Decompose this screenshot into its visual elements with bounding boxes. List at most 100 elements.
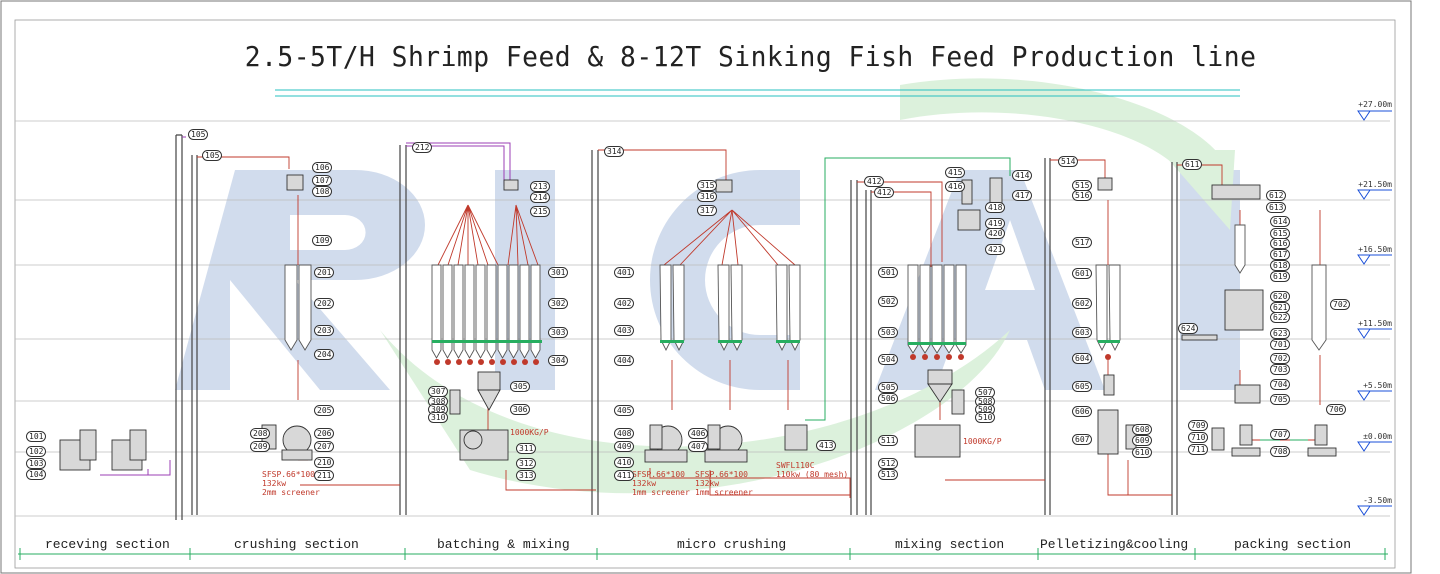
level-label: +27.00m (1358, 100, 1392, 109)
level-label: +16.50m (1358, 245, 1392, 254)
equipment-tag: 619 (1270, 271, 1291, 282)
section-receiving: receving section (45, 537, 170, 552)
level-label: +21.50m (1358, 180, 1392, 189)
equipment-tag: 313 (516, 470, 537, 481)
equipment-tag: 603 (1072, 327, 1093, 338)
inner-frame (14, 19, 1396, 569)
equipment-tag: 108 (312, 186, 333, 197)
equipment-tag: 622 (1270, 312, 1291, 323)
equipment-tag: 516 (1072, 190, 1093, 201)
equipment-tag: 213 (530, 181, 551, 192)
equipment-tag: 703 (1270, 364, 1291, 375)
equipment-tag: 311 (516, 443, 537, 454)
equipment-tag: 215 (530, 206, 551, 217)
equipment-tag: 210 (314, 457, 335, 468)
equipment-tag: 614 (1270, 216, 1291, 227)
equipment-tag: 301 (548, 267, 569, 278)
equipment-tag: 411 (614, 470, 635, 481)
section-packing: packing section (1234, 537, 1352, 552)
equipment-tag: 316 (697, 191, 718, 202)
equipment-tag: 706 (1326, 404, 1347, 415)
equipment-tag: 317 (697, 205, 718, 216)
equipment-tag: 415 (945, 167, 966, 178)
equipment-tag: 705 (1270, 394, 1291, 405)
equipment-tag: 711 (1188, 444, 1209, 455)
equipment-tag: 418 (985, 202, 1006, 213)
equipment-tag: 201 (314, 267, 335, 278)
equipment-tag: 514 (1058, 156, 1079, 167)
bucket-elevators (175, 134, 1178, 520)
equipment-tag: 106 (312, 162, 333, 173)
equipment-tag: 104 (26, 469, 47, 480)
equipment-tag: 414 (1012, 170, 1033, 181)
equipment-tag: 702 (1330, 299, 1351, 310)
equipment-tag: 315 (697, 180, 718, 191)
equipment-tag: 503 (878, 327, 899, 338)
level-label: +5.50m (1363, 381, 1392, 390)
equipment-tag: 608 (1132, 424, 1153, 435)
green-pipes (805, 157, 1308, 441)
equipment-tag: 623 (1270, 328, 1291, 339)
equipment-tag: 502 (878, 296, 899, 307)
equipment-tag: 624 (1178, 323, 1199, 334)
equipment-tag: 302 (548, 298, 569, 309)
mixer-1-capacity: 1000KG/P (510, 428, 549, 437)
equipment-tag: 314 (604, 146, 625, 157)
equipment-tag: 702 (1270, 353, 1291, 364)
equipment-tag: 421 (985, 244, 1006, 255)
equipment-tag: 212 (412, 142, 433, 153)
pulverizer-spec: SWFL110C 110kw (80 mesh) (776, 461, 849, 479)
equipment-tag: 109 (312, 235, 333, 246)
equipment-tag: 709 (1188, 420, 1209, 431)
section-micro-crushing: micro crushing (677, 537, 787, 552)
equipment-tag: 305 (510, 381, 531, 392)
section-mixing: mixing section (895, 537, 1005, 552)
equipment-tag: 602 (1072, 298, 1093, 309)
mixer-2-capacity: 1000KG/P (963, 437, 1002, 446)
equipment-tag: 107 (312, 175, 333, 186)
equipment-tag: 708 (1270, 446, 1291, 457)
equipment-tag: 620 (1270, 291, 1291, 302)
equipment-tag: 205 (314, 405, 335, 416)
equipment-tag: 617 (1270, 249, 1291, 260)
equipment-tag: 202 (314, 298, 335, 309)
equipment-tag: 206 (314, 428, 335, 439)
equipment-tag: 512 (878, 458, 899, 469)
equipment-tag: 209 (250, 441, 271, 452)
level-label: +11.50m (1358, 319, 1392, 328)
silos (284, 224, 1327, 359)
equipment-tag: 207 (314, 441, 335, 452)
level-label: -3.50m (1363, 496, 1392, 505)
equipment-tag: 208 (250, 428, 271, 439)
equipment-tag: 105 (188, 129, 209, 140)
equipment-tag: 609 (1132, 435, 1153, 446)
equipment-tag: 417 (1012, 190, 1033, 201)
equipment-tag: 211 (314, 470, 335, 481)
micro-crusher-1-spec: SFSP.66*100 132kw 1mm screener (632, 470, 690, 497)
equipment-tag: 511 (878, 435, 899, 446)
equipment-tag: 406 (688, 428, 709, 439)
purple-pipes (100, 136, 511, 476)
equipment-tag: 401 (614, 267, 635, 278)
section-crushing: crushing section (234, 537, 359, 552)
equipment-tag: 616 (1270, 238, 1291, 249)
equipment-tag: 105 (202, 150, 223, 161)
equipment-tag: 303 (548, 327, 569, 338)
equipment-tag: 413 (816, 440, 837, 451)
equipment-tag: 416 (945, 181, 966, 192)
equipment-tag: 407 (688, 441, 709, 452)
equipment-tag: 310 (428, 412, 449, 423)
equipment-tag: 701 (1270, 339, 1291, 350)
equipment-tag: 506 (878, 393, 899, 404)
equipment-tag: 618 (1270, 260, 1291, 271)
equipment-tag: 404 (614, 355, 635, 366)
equipment-tag: 420 (985, 228, 1006, 239)
crusher-spec: SFSP.66*100 132kw 2mm screener (262, 470, 320, 497)
equipment-tag: 607 (1072, 434, 1093, 445)
equipment-tag: 710 (1188, 432, 1209, 443)
equipment-tag: 517 (1072, 237, 1093, 248)
equipment-tag: 214 (530, 192, 551, 203)
equipment-tag: 505 (878, 382, 899, 393)
equipment-tag: 612 (1266, 190, 1287, 201)
equipment-tag: 204 (314, 349, 335, 360)
